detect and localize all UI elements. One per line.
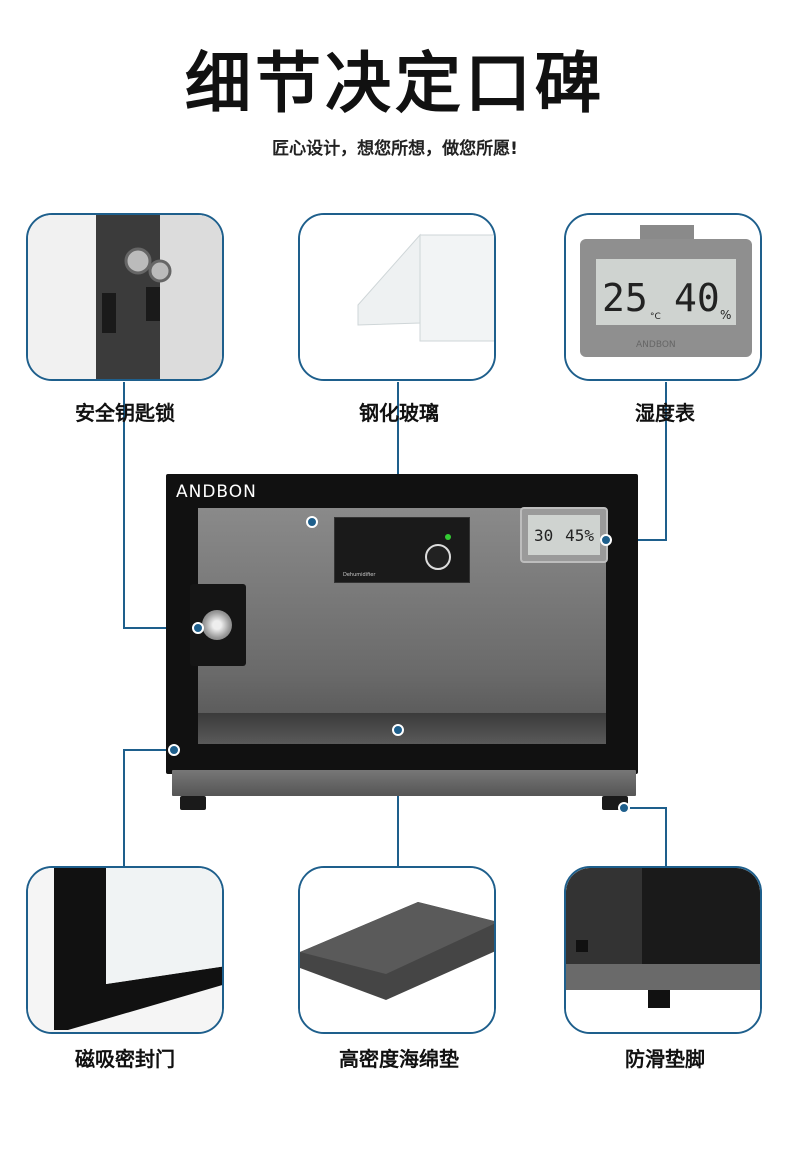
hygro-card-hum: 40	[674, 276, 720, 320]
lock-knob-icon	[202, 610, 232, 640]
cabinet-hygrometer: 30 45%	[520, 507, 608, 563]
cabinet-brand: ANDBON	[176, 482, 257, 502]
callout-dot-door	[168, 744, 180, 756]
callout-dot-glass	[306, 516, 318, 528]
hygro-card-unit-t: °C	[650, 312, 661, 322]
page-title: 细节决定口碑	[185, 45, 605, 122]
panel-label: Dehumidifier	[343, 572, 376, 578]
hygro-card-brand: ANDBON	[636, 340, 676, 350]
feature-label-lock: 安全钥匙锁	[75, 401, 175, 425]
foot-card	[564, 866, 762, 1034]
key-lock-icon	[28, 215, 222, 379]
power-led-icon	[445, 534, 451, 540]
hygro-card-unit-h: %	[720, 308, 731, 322]
callout-dot-lock	[192, 622, 204, 634]
sponge-pad-icon	[300, 868, 494, 1032]
door-frame-icon	[28, 868, 222, 1032]
cabinet-hygro-hum: 45%	[565, 525, 595, 545]
feature-label-foot: 防滑垫脚	[625, 1047, 705, 1071]
hygrometer-icon: 25 40 °C % ANDBON	[566, 215, 760, 379]
dehumidifier-panel: Dehumidifier	[334, 517, 470, 583]
glass-panel-icon	[300, 215, 494, 379]
cabinet-base	[172, 770, 636, 796]
feature-label-hygrometer: 湿度表	[635, 401, 695, 425]
key-lock-card	[26, 213, 224, 381]
cabinet-foot-left	[180, 796, 206, 810]
cabinet-hygro-temp: 30	[533, 525, 554, 545]
glass-card	[298, 213, 496, 381]
callout-dot-foot	[618, 802, 630, 814]
callout-dot-sponge	[392, 724, 404, 736]
feature-label-sponge: 高密度海绵垫	[339, 1047, 459, 1071]
page-subtitle: 匠心设计，想您所想，做您所愿!	[272, 139, 518, 159]
hygrometer-card: 25 40 °C % ANDBON	[564, 213, 762, 381]
feature-label-glass: 钢化玻璃	[359, 401, 439, 425]
feature-label-door: 磁吸密封门	[75, 1047, 175, 1071]
control-dial-icon	[425, 544, 451, 570]
sponge-card	[298, 866, 496, 1034]
callout-dot-hygrometer	[600, 534, 612, 546]
foot-pad-icon	[566, 868, 760, 1032]
hygro-card-temp: 25	[602, 276, 648, 320]
door-card	[26, 866, 224, 1034]
